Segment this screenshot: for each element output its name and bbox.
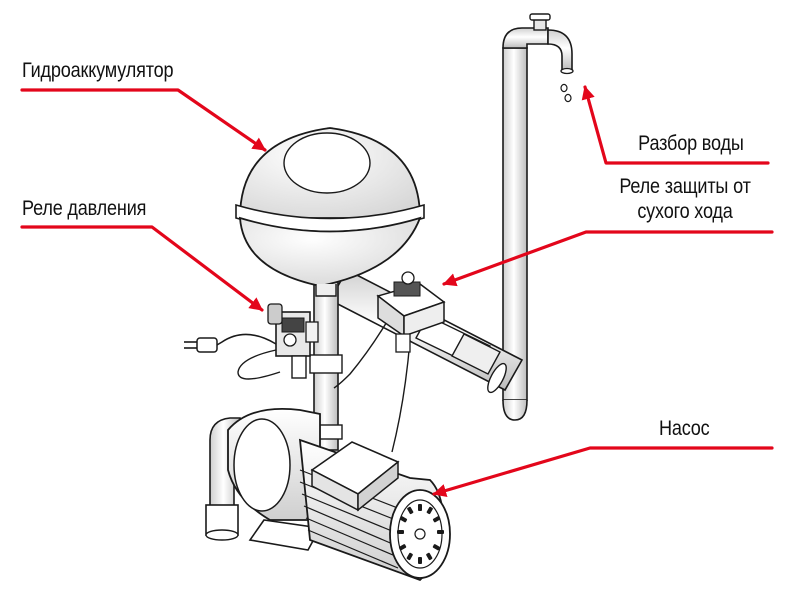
leader-water-outlet xyxy=(581,85,770,165)
outlet-pipe xyxy=(502,47,528,421)
leader-dry-run-relay xyxy=(442,230,774,287)
dry-run-relay-device xyxy=(376,271,446,353)
label-accumulator: Гидроаккумулятор xyxy=(22,59,174,82)
leader-pump xyxy=(432,446,774,498)
leader-lines xyxy=(20,85,774,498)
faucet-icon xyxy=(502,13,574,103)
leader-pressure-relay xyxy=(20,225,264,312)
water-drop-icon xyxy=(564,93,572,103)
leader-accumulator xyxy=(20,88,267,152)
label-dry-run-relay-line2: сухого хода xyxy=(637,200,733,223)
label-water-outlet: Разбор воды xyxy=(638,132,745,155)
label-dry-run-relay-line1: Реле защиты от xyxy=(619,175,751,198)
pump-unit xyxy=(227,407,451,582)
fan-cover-vents xyxy=(397,504,444,564)
power-cord xyxy=(184,319,411,453)
label-pressure-relay: Реле давления xyxy=(22,197,147,220)
plug-icon xyxy=(196,337,218,353)
label-pump: Насос xyxy=(659,417,710,440)
pressure-relay-device xyxy=(267,303,319,379)
water-drop-icon xyxy=(560,83,568,93)
accumulator-tank xyxy=(235,127,425,297)
